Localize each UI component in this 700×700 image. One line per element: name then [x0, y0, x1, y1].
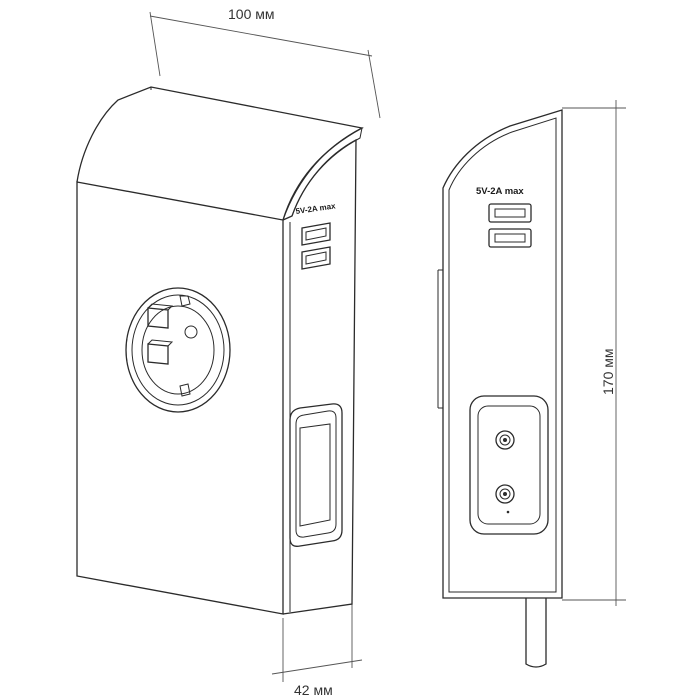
depth-label: 42 мм — [294, 682, 333, 698]
height-label: 170 мм — [600, 349, 616, 396]
side-face — [282, 138, 357, 615]
screw-hole-bottom — [495, 484, 515, 504]
power-cable — [525, 598, 547, 668]
usb-port-top-side — [488, 203, 532, 223]
usb-port-top-perspective — [301, 222, 331, 246]
mounting-plate — [469, 395, 549, 535]
height-dimension: 170 мм — [562, 100, 626, 606]
top-cover — [76, 86, 364, 221]
perspective-view: 5V-2A max — [76, 86, 364, 615]
socket-pin-hole-bottom — [147, 343, 169, 365]
screw-hole-top — [495, 430, 515, 450]
depth-dimension: 42 мм — [271, 604, 363, 698]
side-view: 5V-2A max — [437, 109, 563, 668]
width-label: 100 мм — [228, 6, 275, 22]
width-dimension: 100 мм — [149, 6, 381, 119]
socket-pin-hole-top — [147, 307, 169, 329]
side-view-body — [442, 109, 563, 599]
side-cutout-perspective — [289, 403, 343, 547]
usb-port-bottom-perspective — [301, 246, 331, 270]
usb-port-bottom-side — [488, 228, 532, 248]
front-face — [76, 181, 284, 615]
power-socket — [125, 287, 231, 413]
usb-label-side: 5V-2A max — [476, 186, 524, 197]
usb-label-perspective: 5V-2A max — [295, 201, 337, 216]
